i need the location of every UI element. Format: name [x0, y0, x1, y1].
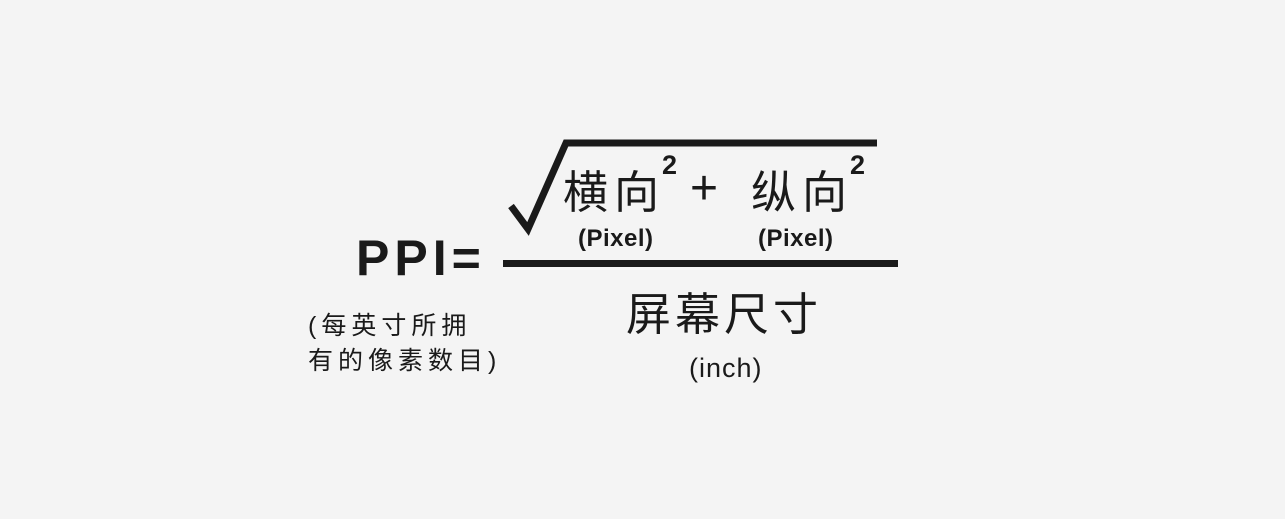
- vertical-unit-label: (Pixel): [758, 225, 834, 252]
- vertical-pixels-label: 纵向: [751, 167, 854, 218]
- denominator-screen-size-label: 屏幕尺寸: [626, 289, 823, 340]
- plus-operator: +: [690, 162, 719, 215]
- ppi-label: PPI=: [356, 230, 486, 286]
- square-root-icon: [508, 139, 877, 236]
- vertical-exponent: 2: [850, 150, 866, 180]
- numerator-vertical-term: 纵向2: [751, 152, 865, 218]
- fraction-bar: [503, 260, 898, 267]
- horizontal-pixels-label: 横向: [563, 167, 666, 218]
- denominator-unit-label: (inch): [689, 353, 763, 383]
- numerator-horizontal-term: 横向2: [563, 152, 677, 218]
- ppi-definition-note-line1: (每英寸所拥: [308, 312, 472, 340]
- ppi-definition-note: (每英寸所拥 有的像素数目): [308, 309, 501, 379]
- ppi-definition-note-line2: 有的像素数目): [308, 347, 502, 375]
- horizontal-exponent: 2: [662, 150, 678, 180]
- horizontal-unit-label: (Pixel): [578, 225, 654, 252]
